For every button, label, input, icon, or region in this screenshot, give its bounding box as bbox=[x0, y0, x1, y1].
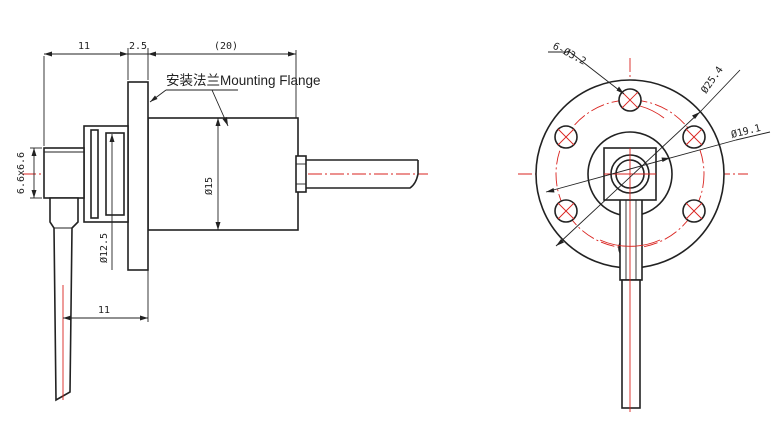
arrow bbox=[31, 148, 37, 156]
arrow bbox=[222, 117, 228, 126]
hole-cross bbox=[557, 202, 575, 220]
leader-pilot bbox=[545, 139, 737, 193]
arrow bbox=[616, 86, 624, 94]
arrow bbox=[140, 315, 148, 321]
arrow bbox=[44, 51, 52, 57]
arrow bbox=[109, 134, 115, 142]
shaft-ring bbox=[90, 129, 99, 219]
dim-bolt-circle-label: Ø25.4 bbox=[699, 64, 726, 96]
end-cap bbox=[295, 155, 307, 193]
bolt-arc bbox=[599, 239, 661, 247]
arrow bbox=[661, 157, 670, 162]
arrow bbox=[288, 51, 296, 57]
mounting-flange bbox=[127, 81, 149, 271]
dim-flange-offset-label: 11 bbox=[78, 41, 90, 52]
bolt-arc bbox=[639, 105, 665, 119]
side-view: 11 2.5 (20) 安装法兰Mounting Flange Ø15 Ø12.… bbox=[16, 41, 428, 402]
arrow bbox=[63, 315, 71, 321]
arrow bbox=[31, 190, 37, 198]
housing-body bbox=[147, 117, 299, 231]
hole-cross bbox=[621, 91, 639, 109]
arrow bbox=[150, 95, 158, 102]
dim-cable-offset-label: 11 bbox=[98, 305, 110, 316]
rotor-cable-down bbox=[49, 197, 79, 402]
leader-bolt-circle bbox=[699, 69, 741, 113]
front-cable-lower bbox=[621, 279, 641, 409]
hole-cross bbox=[685, 128, 703, 146]
dim-body-diameter-label: Ø15 bbox=[203, 177, 215, 195]
shaft-collar bbox=[105, 132, 125, 216]
arrow bbox=[148, 51, 156, 57]
arrow bbox=[692, 112, 700, 119]
dim-head-size-label: 6.6x6.6 bbox=[16, 152, 27, 194]
arrow bbox=[120, 51, 128, 57]
leader-bolt-circle-dia bbox=[555, 111, 701, 247]
arrow bbox=[546, 188, 555, 193]
arrow bbox=[215, 222, 221, 230]
dim-shaft-diameter-label: Ø12.5 bbox=[98, 233, 110, 263]
dim-body-length-label: (20) bbox=[214, 41, 238, 52]
front-view: 6-Ø3.2 Ø25.4 Ø19.1 bbox=[518, 40, 771, 412]
flange-note: 安装法兰Mounting Flange bbox=[166, 73, 321, 88]
note-underline bbox=[735, 131, 771, 141]
front-cable-upper bbox=[619, 189, 643, 281]
exit-cable-right bbox=[306, 159, 419, 189]
dim-flange-thickness-label: 2.5 bbox=[129, 41, 147, 52]
leader-mount-holes bbox=[569, 51, 625, 95]
hole-cross bbox=[685, 202, 703, 220]
arrow bbox=[215, 118, 221, 126]
rotor-head bbox=[43, 147, 85, 199]
hole-cross bbox=[557, 128, 575, 146]
dim-mount-holes-label: 6-Ø3.2 bbox=[551, 40, 589, 68]
arrow bbox=[556, 239, 564, 246]
